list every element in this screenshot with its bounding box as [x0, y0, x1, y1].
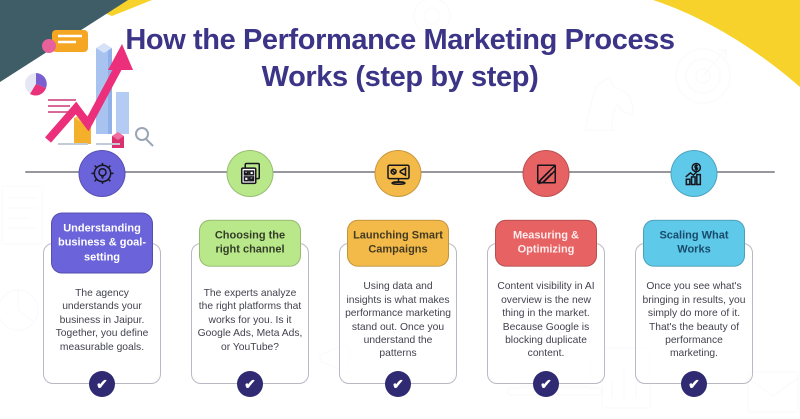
gear-lightbulb-icon: [78, 150, 126, 197]
step-1: Understanding business & goal-setting Th…: [28, 0, 176, 419]
page-title-line1: How the Performance Marketing Process: [125, 24, 675, 56]
step-2: Choosing the right channel The experts a…: [176, 0, 324, 419]
step-3-card: Using data and insights is what makes pe…: [339, 243, 457, 384]
step-4-description: Content visibility in AI overview is the…: [497, 281, 595, 360]
step-5-title: Scaling What Works: [643, 219, 745, 267]
step-5: Scaling What Works Once you see what's b…: [620, 0, 768, 419]
page-title: How the Performance Marketing Process Wo…: [0, 22, 800, 96]
monitor-megaphone-icon: [374, 150, 422, 197]
corner-shape-right: [653, 0, 800, 87]
check-icon: ✔: [681, 371, 707, 397]
checklist-icon: [226, 150, 274, 197]
analytics-illustration: [25, 30, 154, 148]
check-icon: ✔: [237, 371, 263, 397]
step-4: Measuring & Optimizing Content visibilit…: [472, 0, 620, 419]
step-4-title: Measuring & Optimizing: [495, 219, 597, 267]
page-title-line2: Works (step by step): [261, 61, 539, 94]
ruler-pencil-icon: [522, 150, 570, 197]
step-2-title: Choosing the right channel: [199, 219, 301, 267]
check-icon: ✔: [533, 371, 559, 397]
step-3-description: Using data and insights is what makes pe…: [345, 281, 451, 360]
steps-row: Understanding business & goal-setting Th…: [28, 0, 768, 419]
step-3-title: Launching Smart Campaigns: [347, 219, 449, 267]
growth-dollar-icon: [670, 150, 718, 197]
check-icon: ✔: [385, 371, 411, 397]
step-1-title: Understanding business & goal-setting: [51, 212, 153, 274]
check-icon: ✔: [89, 371, 115, 397]
step-5-card: Once you see what's bringing in results,…: [635, 243, 753, 384]
step-3: Launching Smart Campaigns Using data and…: [324, 0, 472, 419]
step-5-description: Once you see what's bringing in results,…: [642, 281, 746, 360]
step-2-description: The experts analyze the right platforms …: [197, 288, 303, 353]
step-1-description: The agency understands your business in …: [55, 288, 149, 353]
step-2-card: The experts analyze the right platforms …: [191, 243, 309, 384]
